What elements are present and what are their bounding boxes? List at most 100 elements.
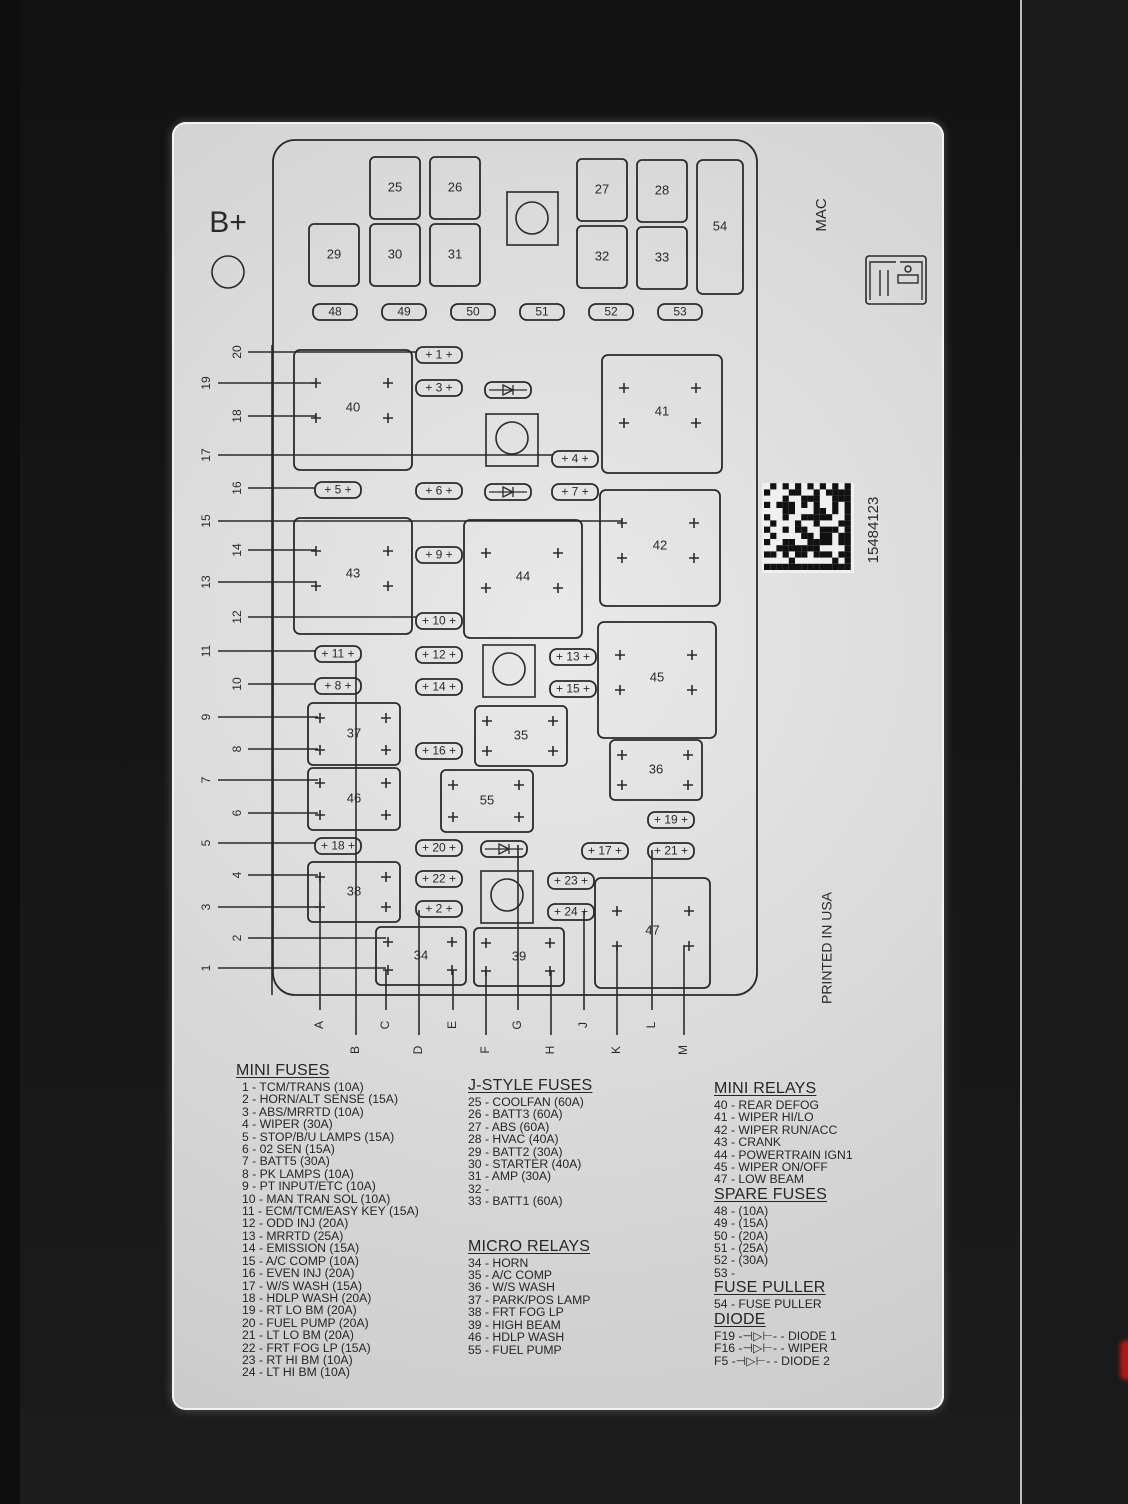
- barcode-cell: [813, 514, 820, 521]
- fuse-number: 25: [388, 179, 402, 194]
- barcode-cell: [813, 563, 820, 570]
- terminal-plus-icon: [691, 383, 701, 393]
- fuse-number: + 4 +: [561, 452, 588, 466]
- barcode-cell: [764, 526, 771, 533]
- fuse-number: + 17 +: [588, 844, 622, 858]
- mini-relay-44: [463, 519, 583, 639]
- terminal-plus-icon: [687, 650, 697, 660]
- legend-item: 8 - PK LAMPS (10A): [242, 1166, 354, 1181]
- legend-item: 51 - (25A): [714, 1241, 769, 1256]
- fuse-number: + 19 +: [654, 813, 688, 827]
- legend-item: 37 - PARK/POS LAMP: [468, 1292, 591, 1307]
- j-fuse-28: [636, 159, 688, 223]
- relay-number: 45: [650, 669, 664, 684]
- barcode-cell: [807, 563, 814, 570]
- mini-fuse-10: [415, 612, 463, 630]
- barcode-cell: [788, 545, 795, 552]
- barcode-cell: [788, 508, 795, 515]
- pin-label-2: 2: [230, 934, 244, 941]
- pin-label-7: 7: [199, 776, 213, 783]
- pin-label-D: D: [411, 1045, 425, 1054]
- relay-number: 36: [649, 761, 663, 776]
- mini-fuse-24: [547, 903, 595, 921]
- terminal-plus-icon: [612, 906, 622, 916]
- terminal-plus-icon: [315, 810, 325, 820]
- relay-number: 43: [346, 565, 360, 580]
- pin-label-G: G: [510, 1020, 524, 1029]
- legend-item: 55 - FUEL PUMP: [468, 1342, 562, 1357]
- barcode-cell: [782, 483, 789, 490]
- mini-fuse-1: [415, 346, 463, 364]
- barcode-cell: [832, 563, 839, 570]
- pin-label-14: 14: [230, 543, 244, 557]
- barcode-cell: [807, 545, 814, 552]
- barcode-cell: [770, 532, 777, 539]
- pin-label-1: 1: [199, 964, 213, 971]
- mini-fuse-3: [415, 379, 463, 397]
- terminal-plus-icon: [619, 383, 629, 393]
- fuse-number: + 13 +: [556, 650, 590, 664]
- mini-fuse-5: [314, 481, 362, 499]
- mini-fuse-17: [581, 842, 629, 860]
- terminal-plus-icon: [514, 812, 524, 822]
- barcode-cell: [813, 551, 820, 558]
- mini-fuse-12: [415, 646, 463, 664]
- mini-fuse-20: [415, 839, 463, 857]
- micro-relay-39: [473, 927, 565, 987]
- barcode-cell: [782, 495, 789, 502]
- barcode-cell: [788, 557, 795, 564]
- barcode-cell: [819, 483, 826, 490]
- mini-fuse-4: [551, 450, 599, 468]
- terminal-plus-icon: [619, 418, 629, 428]
- terminal-plus-icon: [383, 378, 393, 388]
- fuse-number: 26: [448, 179, 462, 194]
- barcode-cell: [776, 563, 783, 570]
- j-fuse-26: [429, 156, 481, 220]
- terminal-plus-icon: [553, 583, 563, 593]
- fuse-number: + 20 +: [422, 841, 456, 855]
- barcode-cell: [788, 539, 795, 546]
- barcode-cell: [795, 545, 802, 552]
- barcode-cell: [764, 514, 771, 521]
- mini-fuse-19: [647, 811, 695, 829]
- barcode-cell: [819, 514, 826, 521]
- pin-label-L: L: [644, 1021, 658, 1028]
- terminal-plus-icon: [381, 872, 391, 882]
- red-indicator-light: [1120, 1340, 1128, 1380]
- pin-label-K: K: [609, 1046, 623, 1054]
- barcode-cell: [795, 489, 802, 496]
- fuse-number: + 14 +: [422, 680, 456, 694]
- legend-item: 44 - POWERTRAIN IGN1: [714, 1147, 853, 1162]
- barcode-cell: [844, 501, 851, 508]
- barcode-cell: [844, 539, 851, 546]
- terminal-plus-icon: [548, 746, 558, 756]
- legend-item: 26 - BATT3 (60A): [468, 1107, 563, 1122]
- fuse-block-outline: [272, 139, 758, 996]
- housing-left-edge: [0, 0, 20, 1504]
- fuse-number: + 2 +: [425, 902, 452, 916]
- terminal-plus-icon: [447, 965, 457, 975]
- icon-book: [869, 261, 923, 300]
- diode-symbol-icon: [489, 485, 527, 499]
- barcode-cell: [819, 563, 826, 570]
- legend-item: 28 - HVAC (40A): [468, 1132, 559, 1147]
- barcode-cell: [764, 501, 771, 508]
- legend-item: 1 - TCM/TRANS (10A): [242, 1080, 364, 1094]
- barcode-cell: [770, 483, 777, 490]
- legend-item: 48 - (10A): [714, 1203, 769, 1218]
- legend-item: 27 - ABS (60A): [468, 1119, 550, 1134]
- j-fuse-30: [369, 223, 421, 287]
- micro-relay-46: [307, 767, 401, 831]
- pin-label-18: 18: [230, 409, 244, 423]
- fuse-number: + 10 +: [422, 614, 456, 628]
- terminal-plus-icon: [315, 778, 325, 788]
- legend-item: 36 - W/S WASH: [468, 1280, 555, 1295]
- pin-label-F: F: [478, 1046, 492, 1053]
- mount-bolt-square: [485, 413, 539, 467]
- barcode-cell: [838, 532, 845, 539]
- legend-item: 50 - (20A): [714, 1228, 769, 1243]
- barcode-cell: [844, 489, 851, 496]
- fuse-number: 30: [388, 246, 402, 261]
- pin-label-3: 3: [199, 903, 213, 910]
- relay-number: 41: [655, 403, 669, 418]
